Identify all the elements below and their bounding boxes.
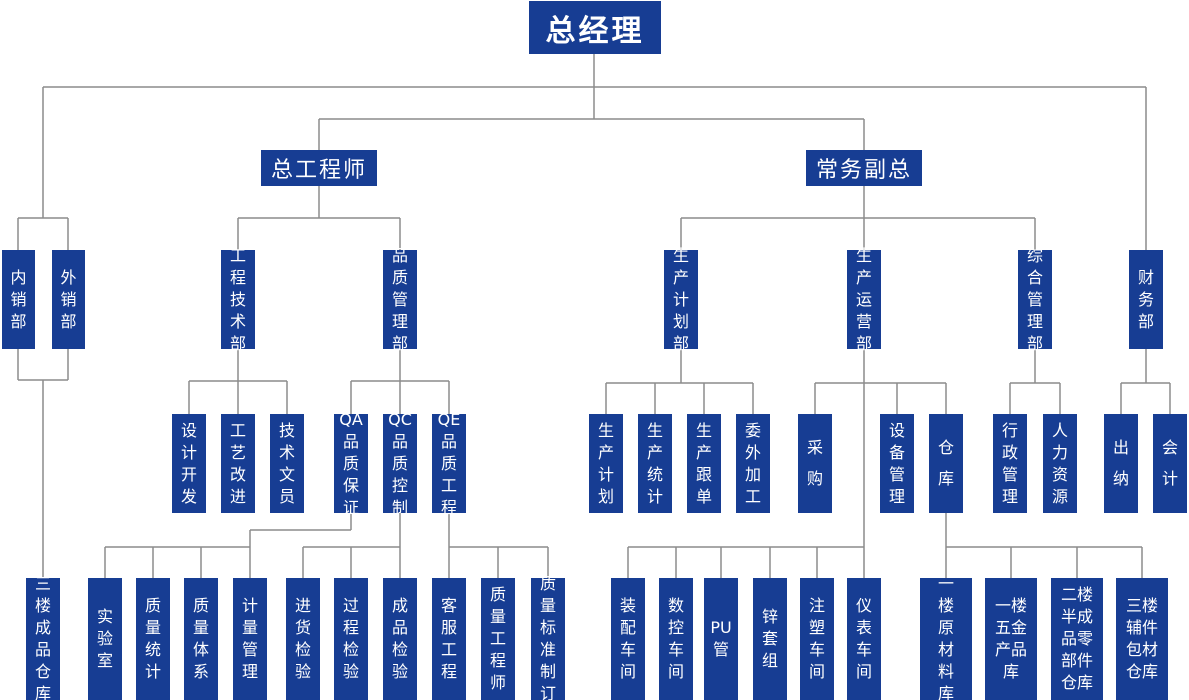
executive-vp-box: 常务副总 <box>806 150 922 186</box>
prod-plan-box: 生产计划 <box>589 414 623 513</box>
final-inspection-box: 成品检验 <box>383 578 417 700</box>
general-manager-box: 总经理 <box>529 1 661 54</box>
raw-material-1f-box: 一楼原材料库 <box>920 574 972 700</box>
equipment-mgmt-box: 设备管理 <box>880 414 914 513</box>
prod-follow-box: 生产跟单 <box>687 414 721 513</box>
quality-engineer-box: 质量工程师 <box>481 578 515 700</box>
customer-service-box: 客服工程 <box>432 578 466 700</box>
hardware-1f-box: 一楼五金产品库 <box>985 578 1037 700</box>
outsourcing-box: 委外加工 <box>736 414 770 513</box>
zinc-sleeve-box: 锌套组 <box>753 578 787 700</box>
instrument-workshop-box: 仪表车间 <box>847 578 881 700</box>
production-planning-box: 生产计划部 <box>664 246 698 353</box>
domestic-sales-box: 内销部 <box>2 250 35 349</box>
process-improve-box: 工艺改进 <box>221 414 255 513</box>
general-admin-box: 综合管理部 <box>1018 246 1052 353</box>
quality-mgmt-box: 品质管理部 <box>383 246 417 353</box>
finance-box: 财务部 <box>1129 250 1163 349</box>
injection-workshop-box: 注塑车间 <box>800 578 834 700</box>
production-ops-box: 生产运营部 <box>847 246 881 353</box>
assembly-workshop-box: 装配车间 <box>611 578 645 700</box>
design-dev-box: 设计开发 <box>172 414 206 513</box>
metrology-box: 计量管理 <box>233 578 267 700</box>
administration-box: 行政管理 <box>993 414 1027 513</box>
incoming-inspection-box: 进货检验 <box>286 578 320 700</box>
quality-standards-box: 质量标准制订 <box>531 574 565 700</box>
semi-finished-2f-box: 二楼半成品零部件仓库 <box>1051 578 1103 700</box>
engineering-tech-box: 工程技术部 <box>221 246 255 353</box>
export-sales-box: 外销部 <box>52 250 85 349</box>
human-resources-box: 人力资源 <box>1043 414 1077 513</box>
quality-system-box: 质量体系 <box>184 578 218 700</box>
finished-goods-3f-box: 三楼成品仓库 <box>26 574 60 700</box>
warehouse-box: 仓库 <box>929 414 963 513</box>
process-inspection-box: 过程检验 <box>334 578 368 700</box>
prod-stats-box: 生产统计 <box>638 414 672 513</box>
purchasing-box: 采购 <box>798 414 832 513</box>
quality-stats-box: 质量统计 <box>136 578 170 700</box>
laboratory-box: 实验室 <box>88 578 122 700</box>
chief-engineer-box: 总工程师 <box>261 150 377 186</box>
aux-packaging-3f-box: 三楼辅件包材仓库 <box>1116 578 1168 700</box>
accounting-box: 会计 <box>1153 414 1187 513</box>
tech-documents-box: 技术文员 <box>270 414 304 513</box>
cashier-box: 出纳 <box>1104 414 1138 513</box>
cnc-workshop-box: 数控车间 <box>659 578 693 700</box>
